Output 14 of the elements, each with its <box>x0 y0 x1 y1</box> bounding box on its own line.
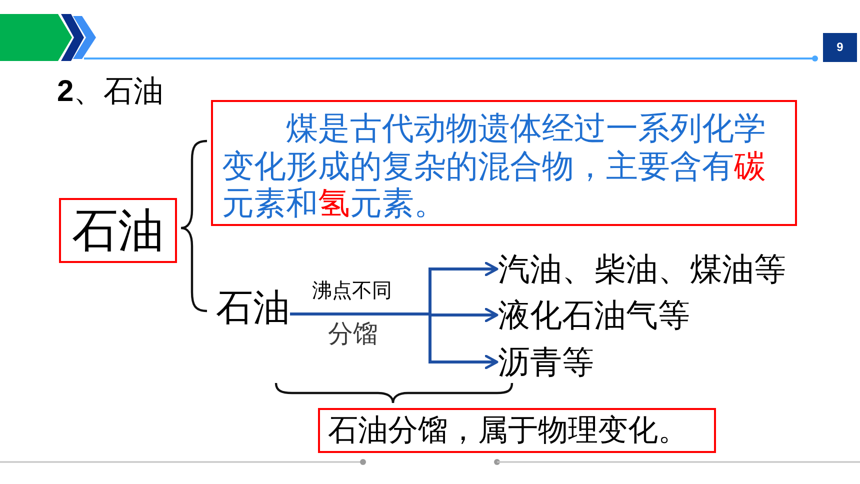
arrow <box>428 262 498 314</box>
term-box: 石油 <box>59 198 177 263</box>
connector-line <box>290 312 430 316</box>
term-text: 石油 <box>216 290 290 328</box>
product-text: 沥青等 <box>498 345 594 379</box>
arrow <box>428 314 498 370</box>
edge-label: 沸点不同 <box>312 279 392 303</box>
product-text: 汽油、柴油、煤油等 <box>498 252 786 286</box>
page-number: 9 <box>823 33 857 62</box>
product-text: 液化石油气等 <box>498 298 690 332</box>
arrow <box>428 308 498 322</box>
slide-title: 2、石油 <box>57 74 164 110</box>
definition-box: 煤是古代动物遗体经过一系列化学变化形成的复杂的混合物，主要含有碳元素和氢元素。 <box>211 100 797 226</box>
conclusion-box: 石油分馏，属于物理变化。 <box>318 408 716 453</box>
